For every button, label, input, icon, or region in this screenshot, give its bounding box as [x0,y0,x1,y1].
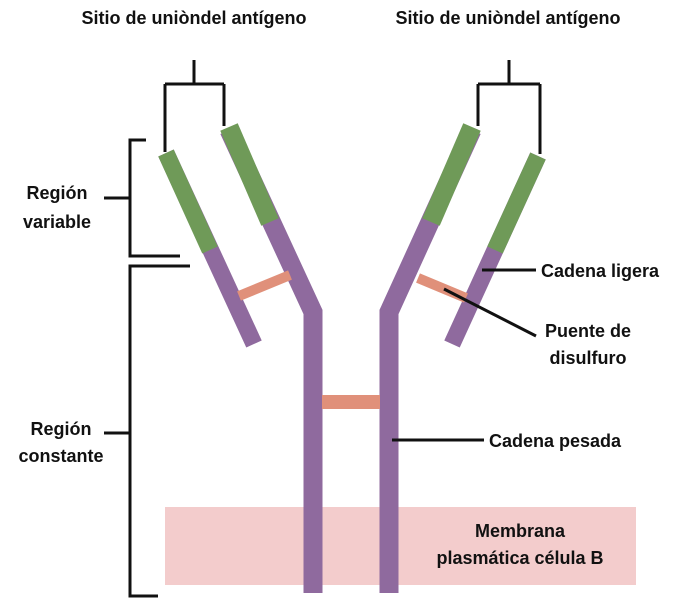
disulfide-bridge-left [239,275,290,296]
membrane-label-line2: plasmática célula B [436,548,603,568]
variable-region-label-line2: variable [23,212,91,232]
antigen-site-label-left: Sitio de uniòndel antígeno [82,8,307,28]
light-chain-label: Cadena ligera [541,261,660,281]
light-chain-left-variable [166,153,210,250]
light-chain-right-variable [495,156,538,250]
constant-region-label-line2: constante [18,446,103,466]
plasma-membrane [165,507,636,585]
disulfide-label-line2: disulfuro [550,348,627,368]
heavy-chain-left-variable [229,127,270,222]
antigen-site-bracket-left [165,60,224,152]
heavy-chain-right-variable [431,127,472,222]
constant-region-label-line1: Región [31,419,92,439]
variable-region-label-line1: Región [27,183,88,203]
antigen-site-label-right: Sitio de uniòndel antígeno [396,8,621,28]
antigen-site-bracket-right [478,60,540,154]
disulfide-label-line1: Puente de [545,321,631,341]
membrane-label-line1: Membrana [475,521,566,541]
heavy-chain-label: Cadena pesada [489,431,622,451]
